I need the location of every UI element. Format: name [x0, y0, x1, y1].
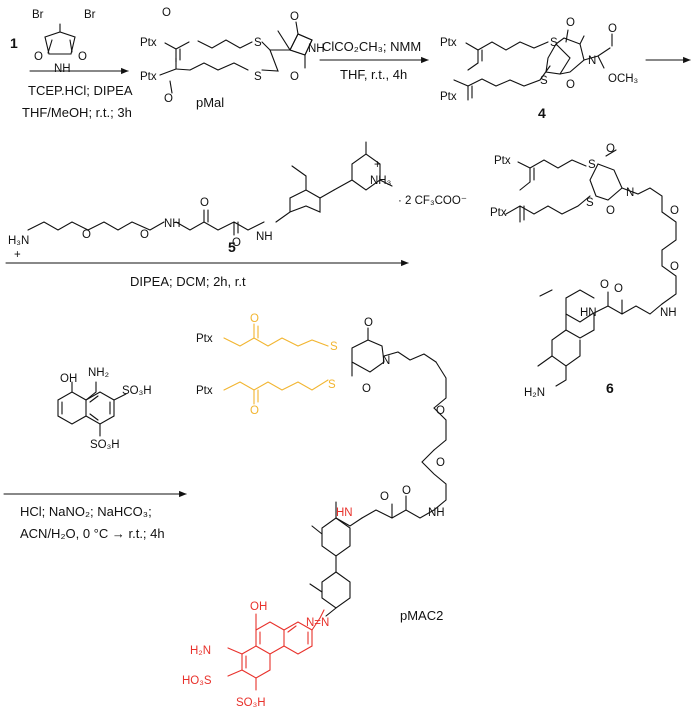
c6-o-1: O — [606, 143, 615, 155]
pmac2-azo: N=N — [306, 617, 329, 629]
atom-br-left: Br — [32, 9, 44, 21]
c5-o-4: O — [232, 237, 241, 249]
pmac2-ptx-1: Ptx — [196, 333, 213, 345]
c4-o-2: O — [566, 79, 575, 91]
pmal-o-2: O — [164, 93, 173, 105]
atom-o-left: O — [34, 51, 43, 63]
c5-o-2: O — [140, 229, 149, 241]
c4-s-1: S — [550, 37, 558, 49]
c5-plus-right: + — [374, 159, 381, 171]
pmac2-o-6: O — [436, 457, 445, 469]
c5-h3n: H₃N — [8, 235, 29, 247]
pmal-o-1: O — [162, 7, 171, 19]
pmac2-oh: OH — [250, 601, 267, 613]
compound-label-4: 4 — [538, 105, 546, 121]
c5-nh3: NH₃ — [370, 175, 392, 187]
compound-label-5: 5 — [228, 239, 236, 255]
c5-nh-2: NH — [256, 231, 273, 243]
pmac2-nh: NH — [428, 507, 445, 519]
pmal-s-1: S — [254, 37, 262, 49]
c6-o-4: O — [670, 261, 679, 273]
pmac2-o-8: O — [380, 491, 389, 503]
compound-5-structure — [27, 141, 393, 236]
c4-o-3: O — [608, 23, 617, 35]
naph-oh: OH — [60, 373, 77, 385]
pmac2-s-2: S — [328, 379, 336, 391]
pmac2-h2n: H₂N — [190, 645, 211, 657]
compound-label-6: 6 — [606, 380, 614, 396]
c5-plus-left: + — [14, 249, 21, 261]
c6-o-6: O — [600, 279, 609, 291]
pmac2-s-1: S — [330, 341, 338, 353]
naphthalene-reagent-structure — [57, 381, 127, 437]
pmac2-core-structure — [309, 327, 447, 617]
c6-hn: HN — [580, 307, 597, 319]
c4-ptx-2: Ptx — [440, 91, 457, 103]
dibromomaleimide-structure — [44, 23, 76, 55]
c5-counterion: · 2 CF₃COO⁻ — [398, 195, 467, 207]
atom-nh-dbm: NH — [54, 63, 71, 75]
naph-so3h-2: SO₃H — [90, 439, 120, 451]
c6-o-5: O — [614, 283, 623, 295]
pmac2-red-dye — [227, 609, 325, 691]
pmac2-o-7: O — [402, 485, 411, 497]
c6-n: N — [626, 187, 634, 199]
naph-nh2: NH₂ — [88, 367, 109, 379]
pmal-s-2: S — [254, 71, 262, 83]
c6-nh-1: NH — [660, 307, 677, 319]
c6-ptx-2: Ptx — [490, 207, 507, 219]
c6-s-2: S — [586, 197, 594, 209]
atom-br-right: Br — [84, 9, 96, 21]
step1-conditions-line2: THF/MeOH; r.t.; 3h — [22, 105, 132, 120]
step3-conditions-line1: DIPEA; DCM; 2h, r.t — [130, 274, 246, 289]
compound-4-structure — [453, 29, 613, 101]
pmac2-o-2: O — [250, 405, 259, 417]
compound-label-1: 1 — [10, 35, 18, 51]
c5-o-3: O — [200, 197, 209, 209]
pmal-o-3: O — [290, 11, 299, 23]
compound-6-structure — [505, 149, 677, 387]
pmac2-hn: HN — [336, 507, 353, 519]
pmal-structure — [159, 21, 313, 94]
pmac2-o-5: O — [436, 405, 445, 417]
c6-o-2: O — [606, 205, 615, 217]
c4-ptx-1: Ptx — [440, 37, 457, 49]
c4-och3: OCH₃ — [608, 73, 639, 85]
c4-o-1: O — [566, 17, 575, 29]
c5-o-1: O — [82, 229, 91, 241]
pmac2-o-1: O — [250, 313, 259, 325]
step1-conditions-line1: TCEP.HCl; DIPEA — [28, 83, 133, 98]
compound-label-pmac2: pMAC2 — [400, 608, 443, 623]
c6-s-1: S — [588, 159, 596, 171]
pmac2-o-4: O — [362, 383, 371, 395]
c6-ptx-1: Ptx — [494, 155, 511, 167]
atom-o-right: O — [78, 51, 87, 63]
c6-h2n: H₂N — [524, 387, 545, 399]
pmac2-ptx-2: Ptx — [196, 385, 213, 397]
pmal-o-4: O — [290, 71, 299, 83]
step2-conditions-line1: ClCO₂CH₃; NMM — [322, 39, 421, 54]
pmal-ptx-1: Ptx — [140, 37, 157, 49]
naph-so3h-1: SO₃H — [122, 385, 152, 397]
pmac2-o-3: O — [364, 317, 373, 329]
pmal-nh: NH — [308, 43, 325, 55]
compound-label-pmal: pMal — [196, 95, 224, 110]
c6-o-3: O — [670, 205, 679, 217]
c4-s-2: S — [540, 75, 548, 87]
pmac2-gold-linker — [223, 323, 329, 405]
pmac2-ho3s: HO₃S — [182, 675, 212, 687]
c5-nh-1: NH — [164, 218, 181, 230]
pmac2-so3h: SO₃H — [236, 697, 266, 709]
c4-n: N — [588, 55, 596, 67]
step4-conditions-line2: ACN/H₂O, 0 °C → r.t.; 4h — [20, 526, 165, 541]
pmac2-n: N — [382, 355, 390, 367]
step2-conditions-line2: THF, r.t., 4h — [340, 67, 407, 82]
pmal-ptx-2: Ptx — [140, 71, 157, 83]
step4-conditions-line1: HCl; NaNO₂; NaHCO₃; — [20, 504, 152, 519]
